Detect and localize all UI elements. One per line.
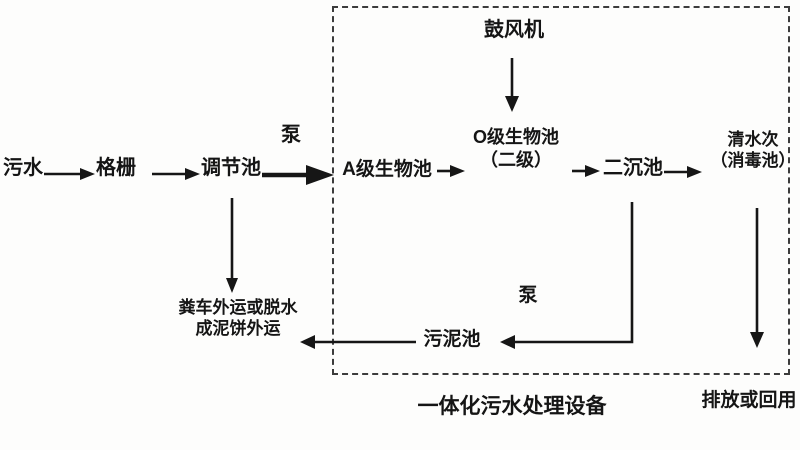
node-discharge: 排放或回用 — [701, 390, 797, 411]
node-sludge-disposal-line2: 成泥饼外运 — [195, 319, 281, 339]
node-sludge-disposal-line1: 粪车外运或脱水 — [178, 298, 298, 317]
node-sludge-pump-label: 泵 — [518, 285, 538, 306]
node-regulating-tank: 调节池 — [201, 157, 261, 179]
arrow-settling-to-sludge-tank — [500, 202, 634, 349]
node-o-bio-tank: O级生物池 （二级） — [458, 126, 574, 171]
node-screen: 格栅 — [96, 157, 136, 179]
node-blower: 鼓风机 — [484, 19, 544, 41]
arrow-blower-to-o-bio — [505, 58, 519, 112]
arrow-sludge-tank-to-disposal — [300, 335, 416, 349]
equipment-box-label: 一体化污水处理设备 — [417, 395, 607, 418]
node-o-bio-tank-line1: O级生物池 — [472, 127, 559, 147]
arrow-sewage-to-screen — [44, 168, 95, 180]
node-settling-tank: 二沉池 — [603, 157, 663, 179]
node-clear-water-tank-line2: （消毒池） — [710, 151, 796, 171]
node-sludge-disposal: 粪车外运或脱水 成泥饼外运 — [164, 297, 312, 340]
arrow-clear-water-to-discharge — [750, 208, 764, 348]
arrow-a-bio-to-o-bio — [437, 165, 465, 177]
node-sewage: 污水 — [3, 157, 43, 179]
arrow-settling-to-clear-water — [664, 166, 702, 178]
node-clear-water-tank-line1: 清水次 — [727, 130, 779, 149]
arrow-regulating-to-disposal — [226, 198, 238, 293]
node-a-bio-tank: A级生物池 — [342, 159, 432, 180]
arrow-o-bio-to-settling — [572, 165, 600, 177]
arrow-screen-to-regulating-tank — [152, 168, 200, 180]
equipment-boundary-box — [332, 6, 790, 375]
arrow-pump-to-a-bio-tank — [262, 165, 334, 185]
node-pump-inlet-label: 泵 — [281, 124, 301, 146]
node-clear-water-tank: 清水次 （消毒池） — [706, 129, 800, 172]
node-o-bio-tank-line2: （二级） — [480, 149, 552, 170]
node-sludge-tank: 污泥池 — [423, 329, 481, 350]
